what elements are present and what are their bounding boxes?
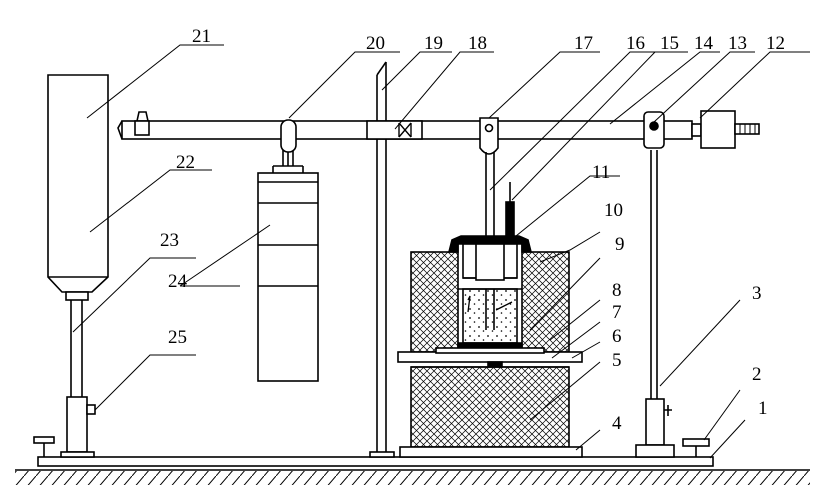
label-13: 13	[728, 33, 747, 54]
label-21: 21	[192, 26, 211, 47]
label-24: 24	[168, 271, 188, 292]
weight-hanger	[280, 119, 297, 166]
label-18: 18	[468, 33, 487, 54]
loading-platform	[397, 347, 583, 368]
loading-yoke	[479, 117, 499, 155]
leader-lines	[72, 44, 810, 459]
label-20: 20	[366, 33, 385, 54]
label-7: 7	[612, 302, 622, 323]
label-10: 10	[604, 200, 623, 221]
label-6: 6	[612, 326, 622, 347]
left-support-column	[60, 300, 96, 458]
label-2: 2	[752, 364, 762, 385]
label-23: 23	[160, 230, 179, 251]
dial-gauge	[505, 182, 515, 237]
consolidation-cylinder	[447, 235, 533, 349]
lever-hook	[117, 111, 150, 140]
counterweight-stack	[257, 150, 319, 382]
label-19: 19	[424, 33, 443, 54]
label-1: 1	[758, 398, 768, 419]
bottom-plate	[399, 446, 583, 458]
label-22: 22	[176, 152, 195, 173]
label-14: 14	[694, 33, 714, 54]
label-4: 4	[612, 413, 622, 434]
insulation-lower	[410, 366, 570, 448]
fulcrum-pivot	[643, 111, 665, 149]
leveling-screw-right	[682, 438, 710, 457]
leveling-screw-left	[33, 436, 55, 457]
sand-hopper	[47, 74, 109, 301]
label-25: 25	[168, 327, 187, 348]
label-5: 5	[612, 350, 622, 371]
base-plate	[37, 456, 714, 467]
balance-weight	[691, 110, 760, 149]
label-16: 16	[626, 33, 645, 54]
label-11: 11	[592, 162, 610, 183]
label-3: 3	[752, 283, 762, 304]
right-support-column	[635, 150, 675, 458]
label-8: 8	[612, 280, 622, 301]
ground-hatching	[15, 469, 810, 485]
lever-arm	[121, 120, 693, 140]
label-9: 9	[615, 234, 625, 255]
label-17: 17	[574, 33, 593, 54]
label-12: 12	[766, 33, 785, 54]
part-labels: 21 22 23 24 25 20 19 18 17 16 15 14 13 1…	[160, 26, 785, 434]
label-15: 15	[660, 33, 679, 54]
